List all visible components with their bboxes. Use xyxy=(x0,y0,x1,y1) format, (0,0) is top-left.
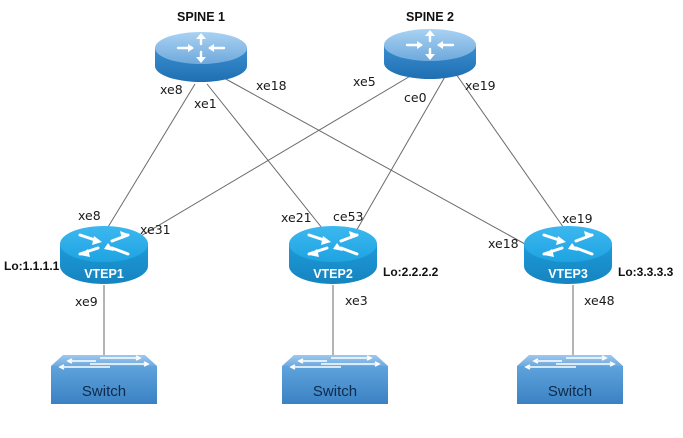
port-label: xe21 xyxy=(281,210,312,225)
link-spine2-vtep1 xyxy=(123,74,413,247)
port-label: xe18 xyxy=(488,236,519,251)
port-label: xe48 xyxy=(584,293,615,308)
router-arrows-icon xyxy=(78,231,130,257)
port-label: xe8 xyxy=(78,208,101,223)
switch3-front xyxy=(517,366,623,404)
router-arrows-icon xyxy=(307,231,359,257)
vtep3-router[interactable]: VTEP3 Lo:3.3.3.3 xyxy=(524,226,674,284)
switch3[interactable]: Switch xyxy=(517,355,623,404)
port-labels: xe8 xe8 xe1 xe21 xe18 xe18 xe5 xe31 ce0 … xyxy=(75,74,615,309)
switch-arrows-icon xyxy=(58,355,150,370)
port-label: xe9 xyxy=(75,294,98,309)
port-label: xe1 xyxy=(194,96,217,111)
link-spine1-vtep3 xyxy=(223,77,526,245)
spine1-top xyxy=(155,32,247,64)
router-arrows-icon xyxy=(405,30,455,60)
vtep1-name: VTEP1 xyxy=(84,267,124,281)
switch-arrows-icon xyxy=(289,355,381,370)
vtep2-router[interactable]: VTEP2 Lo:2.2.2.2 xyxy=(289,226,439,284)
switch-arrows-icon xyxy=(524,355,616,370)
link-spine2-vtep2 xyxy=(354,74,447,234)
switch2[interactable]: Switch xyxy=(282,355,388,404)
links xyxy=(103,73,574,356)
vtep1-loopback: Lo:1.1.1.1 xyxy=(4,259,60,273)
vtep2-top xyxy=(289,226,377,262)
vtep1-router[interactable]: VTEP1 Lo:1.1.1.1 xyxy=(4,226,148,284)
switch2-label: Switch xyxy=(313,383,357,400)
vtep3-name: VTEP3 xyxy=(548,267,588,281)
port-label: ce53 xyxy=(333,209,363,224)
router-arrows-icon xyxy=(542,231,594,257)
link-spine2-vtep3 xyxy=(455,73,574,242)
switch1-label: Switch xyxy=(82,383,126,400)
link-spine1-vtep2 xyxy=(206,83,331,239)
switch2-front xyxy=(282,366,388,404)
spine1-router[interactable]: SPINE 1 xyxy=(155,10,247,82)
port-label: xe5 xyxy=(353,74,376,89)
link-spine1-vtep1 xyxy=(104,83,196,233)
vtep1-top xyxy=(60,226,148,262)
vtep3-top xyxy=(524,226,612,262)
port-label: xe8 xyxy=(160,82,183,97)
port-label: xe3 xyxy=(345,293,368,308)
spine2-top xyxy=(384,29,476,61)
port-label: xe18 xyxy=(256,78,287,93)
switch1-front xyxy=(51,366,157,404)
spine2-title: SPINE 2 xyxy=(406,10,454,24)
port-label: xe31 xyxy=(140,222,171,237)
spine2-router[interactable]: SPINE 2 xyxy=(384,10,476,79)
switch1[interactable]: Switch xyxy=(51,355,157,404)
port-label: xe19 xyxy=(465,78,496,93)
port-label: xe19 xyxy=(562,211,593,226)
switch3-label: Switch xyxy=(548,383,592,400)
port-label: ce0 xyxy=(404,90,427,105)
vtep2-name: VTEP2 xyxy=(313,267,353,281)
vtep2-loopback: Lo:2.2.2.2 xyxy=(383,265,439,279)
router-arrows-icon xyxy=(176,33,226,63)
spine1-title: SPINE 1 xyxy=(177,10,225,24)
vtep3-loopback: Lo:3.3.3.3 xyxy=(618,265,674,279)
